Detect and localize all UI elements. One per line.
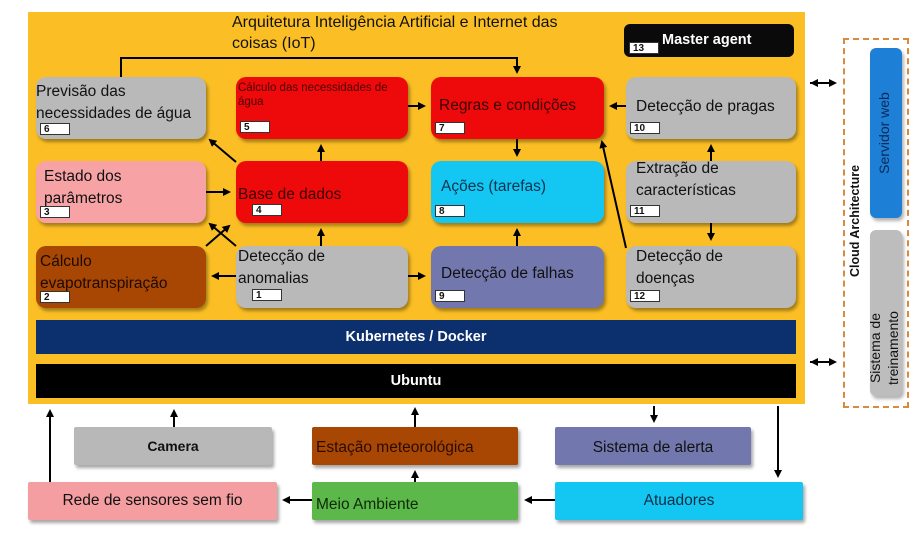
module-11-box[interactable]: Extração de características 11 bbox=[626, 160, 796, 223]
module-6-box[interactable]: Previsão das necessidades de água 6 bbox=[36, 77, 206, 139]
module-1-box[interactable]: Detecção de anomalias 1 bbox=[236, 246, 408, 308]
module-1-number: 1 bbox=[252, 289, 282, 301]
module-7-box[interactable]: Regras e condições 7 bbox=[431, 77, 604, 139]
environment-label: Meio Ambiente bbox=[316, 496, 419, 513]
module-2-number: 2 bbox=[40, 291, 70, 303]
arrow-12-to-7 bbox=[599, 140, 627, 249]
cloud-architecture-frame bbox=[843, 38, 909, 408]
weather-station-box[interactable]: Estação meteorológica bbox=[312, 427, 518, 465]
module-11-label: Extração de características bbox=[636, 160, 736, 199]
module-3-number: 3 bbox=[40, 206, 70, 218]
module-4-number: 4 bbox=[252, 204, 282, 216]
master-agent-label: Master agent bbox=[662, 32, 752, 48]
module-3-box[interactable]: Estado dos parâmetros 3 bbox=[36, 161, 206, 223]
arrow-2-to-4 bbox=[205, 224, 231, 247]
module-5-label: Cálculo das necessidades de água bbox=[238, 82, 388, 108]
module-1-label: Detecção de anomalias bbox=[238, 248, 326, 287]
module-6-label: Previsão das necessidades de água bbox=[36, 83, 192, 122]
arrow-6-to-7 bbox=[120, 57, 521, 77]
actuators-box[interactable]: Atuadores bbox=[555, 482, 803, 520]
module-2-box[interactable]: Cálculo evapotranspiração 2 bbox=[36, 246, 206, 308]
weather-station-label: Estação meteorológica bbox=[316, 439, 474, 456]
module-2-label: Cálculo evapotranspiração bbox=[40, 253, 168, 292]
module-10-label: Detecção de pragas bbox=[636, 98, 775, 115]
alert-system-box[interactable]: Sistema de alerta bbox=[555, 427, 751, 465]
module-8-number: 8 bbox=[435, 205, 465, 217]
module-9-label: Detecção de falhas bbox=[441, 265, 574, 282]
module-4-box[interactable]: Base de dados 4 bbox=[236, 161, 408, 223]
arrow-4-to-6 bbox=[208, 138, 237, 163]
sensor-network-label: Rede de sensores sem fio bbox=[62, 492, 243, 509]
diagram-title: Arquitetura Inteligência Artificial e In… bbox=[232, 14, 558, 52]
kubernetes-docker-bar: Kubernetes / Docker bbox=[36, 320, 796, 354]
module-6-number: 6 bbox=[40, 123, 70, 135]
camera-label: Camera bbox=[147, 438, 199, 454]
module-11-number: 11 bbox=[630, 205, 660, 217]
module-12-number: 12 bbox=[630, 290, 660, 302]
module-7-label: Regras e condições bbox=[439, 97, 576, 114]
arrow-1-to-3 bbox=[208, 222, 237, 247]
training-system-box[interactable]: Sistema de treinamento bbox=[867, 230, 902, 396]
module-number: 13 bbox=[629, 42, 659, 54]
web-server-box[interactable]: Servidor web bbox=[870, 48, 902, 218]
module-5-box[interactable]: Cálculo das necessidades de água 5 bbox=[236, 77, 408, 139]
module-7-number: 7 bbox=[435, 122, 465, 134]
module-10-number: 10 bbox=[630, 122, 660, 134]
module-4-label: Base de dados bbox=[238, 186, 342, 203]
module-8-label: Ações (tarefas) bbox=[441, 178, 547, 195]
ubuntu-bar: Ubuntu bbox=[36, 364, 796, 398]
master-agent-box[interactable]: 13 Master agent bbox=[624, 24, 794, 57]
module-5-number: 5 bbox=[240, 121, 270, 133]
module-10-box[interactable]: Detecção de pragas 10 bbox=[626, 77, 796, 139]
module-9-box[interactable]: Detecção de falhas 9 bbox=[431, 246, 604, 308]
actuators-label: Atuadores bbox=[643, 492, 715, 509]
module-9-number: 9 bbox=[435, 290, 465, 302]
module-12-box[interactable]: Detecção de doenças 12 bbox=[626, 246, 796, 308]
environment-box[interactable]: Meio Ambiente bbox=[312, 482, 518, 520]
module-8-box[interactable]: Ações (tarefas) 8 bbox=[431, 161, 604, 223]
module-12-label: Detecção de doenças bbox=[636, 248, 724, 287]
alert-system-label: Sistema de alerta bbox=[592, 439, 714, 456]
sensor-network-box[interactable]: Rede de sensores sem fio bbox=[28, 482, 277, 520]
module-3-label: Estado dos parâmetros bbox=[44, 168, 123, 207]
camera-box[interactable]: Camera bbox=[74, 427, 272, 465]
